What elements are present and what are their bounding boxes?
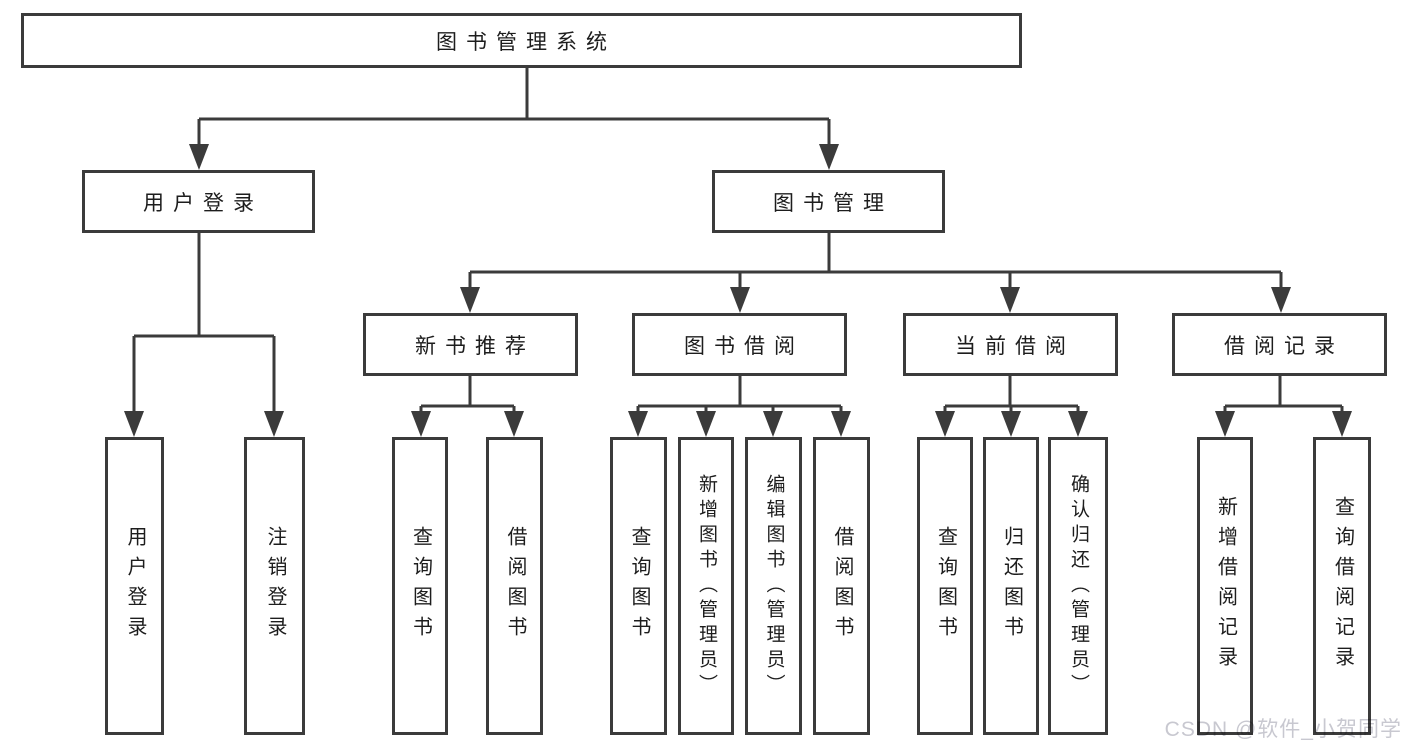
- arrowhead: [696, 411, 716, 437]
- arrowhead: [504, 411, 524, 437]
- arrowhead: [730, 287, 750, 313]
- node-system: 图书管理系统: [21, 13, 1022, 68]
- arrowhead: [124, 411, 144, 437]
- connector-user-login-to-leaves: [124, 233, 284, 437]
- leaf-label: 编辑图书（管理员）: [763, 473, 785, 699]
- leaf-label: 查询图书: [934, 526, 957, 646]
- arrowhead: [411, 411, 431, 437]
- arrowhead: [1271, 287, 1291, 313]
- arrowhead: [189, 144, 209, 170]
- leaf-label: 归还图书: [1000, 526, 1023, 646]
- arrowhead: [831, 411, 851, 437]
- node-user-login: 用户登录: [82, 170, 315, 233]
- leaf-label: 新增图书（管理员）: [695, 473, 717, 699]
- connector-book-management-to-modules: [460, 233, 1291, 313]
- leaf-label: 新增借阅记录: [1214, 496, 1237, 676]
- arrowhead: [935, 411, 955, 437]
- connector-current-borrow-to-leaves: [935, 376, 1088, 437]
- leaf-label: 借阅图书: [504, 526, 526, 646]
- arrowhead: [1001, 411, 1021, 437]
- leaf-bb-query-book: 查询图书: [610, 437, 667, 735]
- arrowhead: [460, 287, 480, 313]
- leaf-cb-return-book: 归还图书: [983, 437, 1039, 735]
- arrowhead: [1332, 411, 1352, 437]
- leaf-bb-edit-book-admin: 编辑图书（管理员）: [745, 437, 802, 735]
- leaf-bb-add-book-admin: 新增图书（管理员）: [678, 437, 734, 735]
- leaf-nbr-borrow-book: 借阅图书: [486, 437, 543, 735]
- leaf-nbr-query-book: 查询图书: [392, 437, 448, 735]
- arrowhead: [1000, 287, 1020, 313]
- watermark-text: CSDN @软件_小贺同学: [1164, 718, 1402, 741]
- leaf-cb-query-book: 查询图书: [917, 437, 973, 735]
- leaf-label: 查询借阅记录: [1331, 496, 1354, 676]
- arrowhead: [628, 411, 648, 437]
- leaf-br-add-record: 新增借阅记录: [1197, 437, 1253, 735]
- arrowhead: [1215, 411, 1235, 437]
- leaf-label: 确认归还（管理员）: [1067, 473, 1089, 699]
- leaf-bb-borrow-book: 借阅图书: [813, 437, 870, 735]
- leaf-br-query-record: 查询借阅记录: [1313, 437, 1371, 735]
- leaf-label: 注销登录: [264, 526, 286, 646]
- connector-book-borrow-to-leaves: [628, 376, 851, 437]
- leaf-label: 借阅图书: [831, 526, 853, 646]
- node-new-book-recommend: 新书推荐: [363, 313, 578, 376]
- arrowhead: [819, 144, 839, 170]
- connector-borrow-records-to-leaves: [1215, 376, 1352, 437]
- node-book-borrow: 图书借阅: [632, 313, 847, 376]
- connector-root-to-branches: [189, 68, 839, 170]
- arrowhead: [264, 411, 284, 437]
- arrowhead: [763, 411, 783, 437]
- leaf-label: 查询图书: [628, 526, 650, 646]
- leaf-label: 用户登录: [124, 526, 146, 646]
- leaf-label: 查询图书: [409, 526, 432, 646]
- leaf-logout: 注销登录: [244, 437, 305, 735]
- connector-new-book-recommend-to-leaves: [411, 376, 524, 437]
- leaf-user-login: 用户登录: [105, 437, 164, 735]
- leaf-cb-confirm-return-admin: 确认归还（管理员）: [1048, 437, 1108, 735]
- node-borrow-records: 借阅记录: [1172, 313, 1387, 376]
- node-book-management: 图书管理: [712, 170, 945, 233]
- arrowhead: [1068, 411, 1088, 437]
- node-current-borrow: 当前借阅: [903, 313, 1118, 376]
